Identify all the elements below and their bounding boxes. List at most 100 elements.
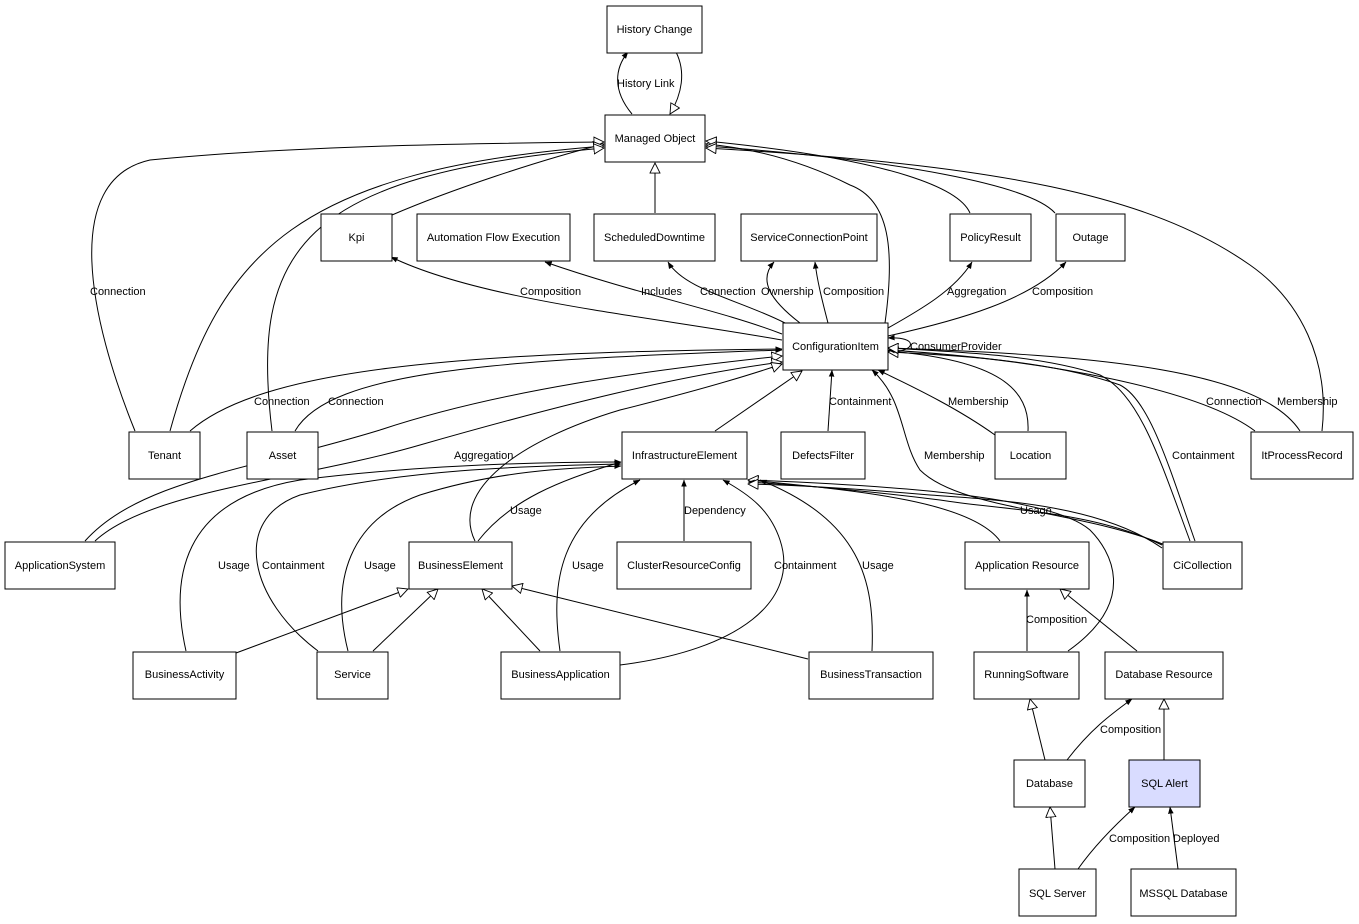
- node-it-process-record[interactable]: ItProcessRecord: [1250, 431, 1354, 480]
- edge-cicoll-ie-usage: [747, 479, 1163, 546]
- node-label: ApplicationSystem: [15, 560, 106, 572]
- edge-labels: History Link Connection Composition Incl…: [90, 78, 1338, 845]
- node-cluster-resource-config[interactable]: ClusterResourceConfig: [616, 541, 752, 590]
- edge-label: Dependency: [684, 505, 746, 517]
- edge-bapp-ie-containment: [619, 479, 785, 666]
- edge-ci-outage-composition: [887, 261, 1067, 337]
- edge-cicoll-to-ie: [748, 484, 1163, 549]
- edge-label: Ownership: [761, 286, 814, 298]
- edge-label: Usage: [510, 505, 542, 517]
- edge-label: Aggregation: [454, 450, 513, 462]
- edge-itpr-to-managed-object: [706, 148, 1324, 432]
- node-outage[interactable]: Outage: [1055, 213, 1126, 262]
- edge-tenant-to-managed-object-2: [169, 146, 604, 432]
- node-label: SQL Alert: [1141, 778, 1188, 790]
- node-label: ServiceConnectionPoint: [750, 232, 867, 244]
- node-database-resource[interactable]: Database Resource: [1104, 651, 1224, 700]
- edge-service-to-be: [372, 589, 438, 652]
- edge-label: Composition: [1026, 614, 1087, 626]
- node-sql-alert[interactable]: SQL Alert: [1128, 759, 1201, 808]
- edge-label: Usage: [218, 560, 250, 572]
- edge-label: Usage: [364, 560, 396, 572]
- edge-itpr-ci-connection: [887, 347, 1256, 432]
- edge-label: Aggregation: [947, 286, 1006, 298]
- node-label: Automation Flow Execution: [427, 232, 560, 244]
- nodes: History Change Managed Object Kpi Automa…: [4, 5, 1354, 917]
- edge-tenant-to-managed-object: [91, 142, 604, 432]
- edge-label: Membership: [1277, 396, 1338, 408]
- node-label: Managed Object: [615, 133, 696, 145]
- node-ci-collection[interactable]: CiCollection: [1162, 541, 1243, 590]
- edge-bt-ie-usage: [759, 479, 873, 652]
- node-business-transaction[interactable]: BusinessTransaction: [808, 651, 934, 700]
- node-label: Tenant: [148, 450, 181, 462]
- node-tenant[interactable]: Tenant: [128, 431, 201, 480]
- node-database[interactable]: Database: [1013, 759, 1086, 808]
- node-application-resource[interactable]: Application Resource: [964, 541, 1090, 590]
- edge-rs-to-ie: [748, 480, 1114, 652]
- edge-ba-ie-usage: [179, 459, 622, 652]
- node-managed-object[interactable]: Managed Object: [604, 114, 706, 163]
- edge-defects-ci-containment: [827, 369, 835, 432]
- edge-svc-ie-containment: [255, 461, 622, 652]
- node-service[interactable]: Service: [316, 651, 389, 700]
- node-label: BusinessApplication: [511, 669, 609, 681]
- node-label: MSSQL Database: [1139, 888, 1227, 900]
- edge-history-link: [617, 51, 633, 115]
- node-label: Location: [1010, 450, 1052, 462]
- edge-business-application-to-be: [482, 589, 541, 652]
- edge-label: Containment: [774, 560, 836, 572]
- node-label: History Change: [617, 24, 693, 36]
- node-scheduled-downtime[interactable]: ScheduledDowntime: [593, 213, 716, 262]
- node-label: InfrastructureElement: [632, 450, 737, 462]
- edge-history-generalization: [670, 51, 683, 114]
- edge-location-ci-membership: [877, 369, 996, 436]
- node-business-element[interactable]: BusinessElement: [408, 541, 513, 590]
- edge-label: Usage: [572, 560, 604, 572]
- node-label: DefectsFilter: [792, 450, 854, 462]
- node-service-connection-point[interactable]: ServiceConnectionPoint: [740, 213, 878, 262]
- node-label: RunningSoftware: [984, 669, 1068, 681]
- edge-bapp-ie-usage: [556, 479, 641, 652]
- edge-label: Connection: [1206, 396, 1262, 408]
- node-automation-flow-execution[interactable]: Automation Flow Execution: [416, 213, 571, 262]
- edge-label: Connection: [254, 396, 310, 408]
- edge-dbr-to-ar: [1060, 589, 1138, 652]
- node-label: Service: [334, 669, 371, 681]
- node-label: Database: [1026, 778, 1073, 790]
- node-defects-filter[interactable]: DefectsFilter: [780, 431, 866, 480]
- node-business-application[interactable]: BusinessApplication: [500, 651, 621, 700]
- edge-label: Composition: [1100, 724, 1161, 736]
- node-history-change[interactable]: History Change: [606, 5, 703, 54]
- node-configuration-item[interactable]: ConfigurationItem: [782, 322, 889, 371]
- edge-asset-to-managed-object: [267, 148, 604, 432]
- edge-label: Connection: [90, 286, 146, 298]
- node-label: Application Resource: [975, 560, 1079, 572]
- edge-be-ie-usage: [477, 461, 622, 542]
- node-label: BusinessElement: [418, 560, 503, 572]
- node-label: BusinessTransaction: [820, 669, 922, 681]
- edge-label: Composition: [1109, 833, 1170, 845]
- edge-label: Deployed: [1173, 833, 1219, 845]
- node-asset[interactable]: Asset: [246, 431, 319, 480]
- edge-label: Membership: [948, 396, 1009, 408]
- node-running-software[interactable]: RunningSoftware: [973, 651, 1080, 700]
- node-business-activity[interactable]: BusinessActivity: [132, 651, 237, 700]
- node-sql-server[interactable]: SQL Server: [1018, 868, 1097, 917]
- edge-be-to-ci: [469, 364, 782, 542]
- node-mssql-database[interactable]: MSSQL Database: [1130, 868, 1237, 917]
- node-policy-result[interactable]: PolicyResult: [949, 213, 1032, 262]
- node-infrastructure-element[interactable]: InfrastructureElement: [621, 431, 748, 480]
- edge-asset-ci-connection: [294, 347, 783, 432]
- node-location[interactable]: Location: [994, 431, 1067, 480]
- edge-label: Containment: [262, 560, 324, 572]
- node-kpi[interactable]: Kpi: [320, 213, 393, 262]
- edge-mssql-alert-deployed: [1168, 806, 1179, 870]
- edge-label: Connection: [700, 286, 756, 298]
- edge-label: Composition: [520, 286, 581, 298]
- node-label: Kpi: [349, 232, 365, 244]
- edge-ie-to-ci: [714, 371, 802, 432]
- node-application-system[interactable]: ApplicationSystem: [4, 541, 116, 590]
- edge-label: Usage: [1020, 505, 1052, 517]
- edge-ci-sd-connection: [667, 261, 786, 324]
